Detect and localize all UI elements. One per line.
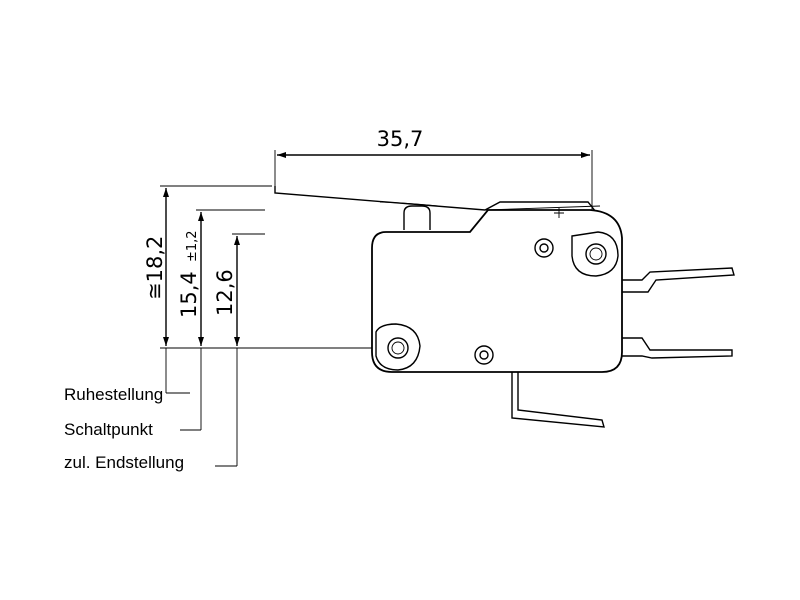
mounting-hole-top: [571, 231, 619, 277]
switching-height-value: 15,4: [177, 271, 201, 318]
switching-point-label: Schaltpunkt: [64, 420, 153, 439]
lever: [274, 186, 597, 213]
rivet-top: [534, 238, 554, 258]
end-height-value: 12,6: [213, 269, 237, 316]
height-dimensions: ≅18,2 15,4 ±1,2 12,6: [143, 185, 380, 467]
rest-position-label: Ruhestellung: [64, 385, 163, 404]
terminal-middle: [622, 337, 733, 359]
plus-mark: [554, 208, 564, 218]
microswitch: [274, 186, 735, 428]
mounting-hole-bottom: [375, 323, 421, 371]
end-position-label: zul. Endstellung: [64, 453, 184, 472]
rivet-bottom: [474, 345, 494, 365]
terminal-upper: [622, 267, 735, 293]
switching-height-tolerance: ±1,2: [185, 230, 200, 262]
total-height-value: ≅18,2: [143, 236, 167, 300]
switch-body: [371, 209, 623, 373]
terminal-bottom: [511, 372, 605, 428]
plunger: [403, 205, 431, 230]
width-dimension: 35,7: [274, 127, 593, 215]
width-dimension-value: 35,7: [377, 127, 424, 151]
